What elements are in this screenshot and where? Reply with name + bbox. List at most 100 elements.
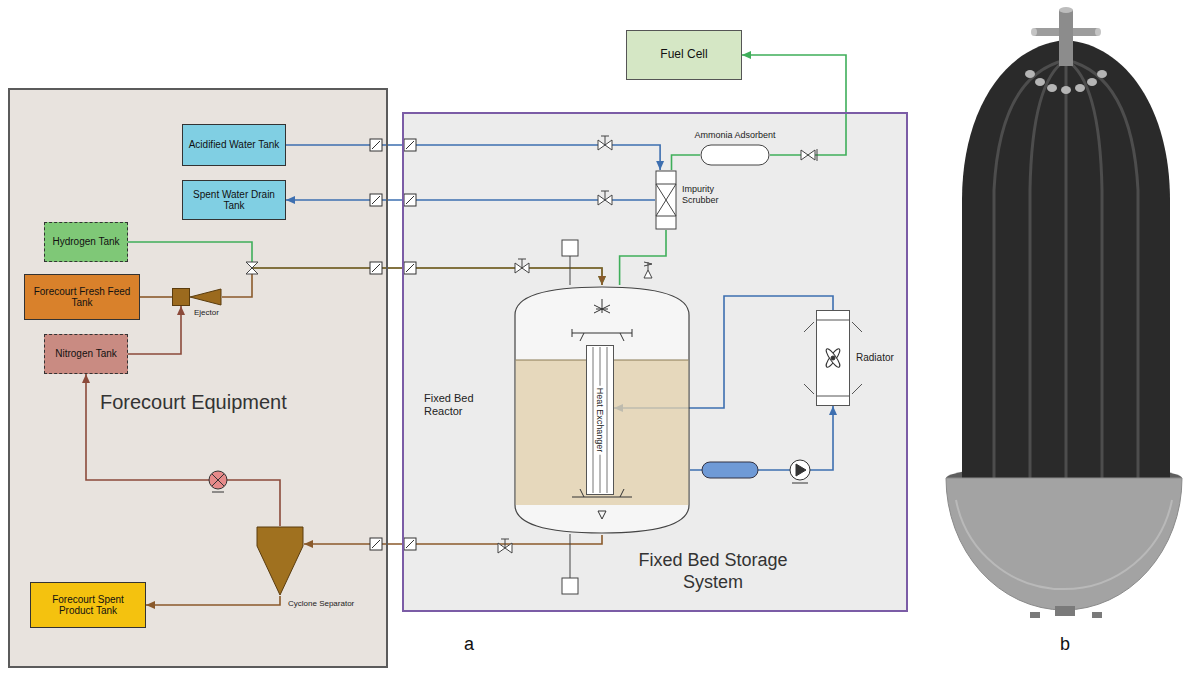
- arrow-head: [598, 276, 606, 285]
- flow-line: [620, 230, 666, 285]
- quick-connector: [406, 264, 414, 272]
- valve-symbol: [601, 191, 609, 192]
- valve-symbol: [505, 539, 506, 548]
- node-label: Acidified Water Tank: [189, 139, 280, 151]
- tank-illustration: [1061, 86, 1071, 94]
- flow-line: [146, 596, 280, 605]
- node-label: Heat Exchanger: [595, 386, 606, 455]
- quick-connector: [404, 194, 416, 206]
- pump-symbol: [790, 460, 810, 480]
- figure-letter: b: [1060, 634, 1070, 655]
- reactor-vessel-outline: [572, 299, 632, 519]
- valve-symbol: [518, 259, 526, 260]
- scrubber-outline: [656, 216, 676, 217]
- scrubber-outline: [656, 171, 676, 229]
- quick-connector: [372, 141, 380, 149]
- quick-connector: [372, 264, 380, 272]
- panel: Fixed Bed Storage System Ammonia Adsorben…: [402, 112, 908, 612]
- scrubber: Impurity Scrubber: [655, 170, 677, 230]
- scrubber-outline: [656, 184, 676, 185]
- tank-illustration: [1066, 60, 1102, 500]
- tank-box: Acidified Water Tank: [182, 124, 286, 166]
- heat-exchanger-outline: [587, 346, 614, 495]
- tank-illustration: [1075, 84, 1085, 92]
- tank-illustration: [1047, 84, 1057, 92]
- scrubber-outline: [656, 184, 676, 216]
- quick-connector: [370, 194, 382, 206]
- tank-illustration: [1025, 70, 1035, 78]
- tank-illustration: [946, 478, 1182, 610]
- flow-line: [140, 296, 172, 298]
- flow-line: [286, 145, 660, 170]
- fuel-cell-box: Fuel Cell: [626, 30, 742, 80]
- buffer-tank: [702, 462, 758, 478]
- node-label: Fixed Bed Storage System: [618, 550, 808, 593]
- radiator-hatch: [804, 322, 814, 332]
- tank-box: Nitrogen Tank: [44, 334, 128, 374]
- tank-illustration: [1059, 7, 1073, 13]
- flow-line: [690, 406, 833, 470]
- ejector-outline: [190, 289, 221, 305]
- tank-illustration: [956, 500, 1172, 589]
- quick-connector: [370, 139, 382, 151]
- node-label: Fuel Cell: [660, 48, 707, 62]
- tank-illustration: [1030, 60, 1066, 500]
- flow-line: [690, 406, 837, 470]
- port-box: [570, 534, 571, 578]
- flow-line: [128, 242, 602, 285]
- quick-connector: [404, 538, 416, 550]
- port-box: [562, 578, 578, 594]
- reactor-vessel: Fixed Bed ReactorHeat Exchanger: [514, 285, 690, 535]
- panel-ground: [8, 88, 388, 668]
- arrow-head: [177, 306, 185, 315]
- heat-exchanger-outline: [593, 347, 594, 493]
- arrow-head: [304, 540, 313, 548]
- pump-symbol: [212, 474, 224, 486]
- radiator-outline: [816, 310, 850, 406]
- pump-symbol: [212, 492, 224, 493]
- arrow-head: [146, 601, 155, 609]
- quick-connector: [370, 139, 416, 550]
- flow-line: [672, 155, 701, 170]
- node-label: Ammonia Adsorbent: [690, 130, 780, 141]
- tank-illustration: [1035, 78, 1045, 86]
- valve-symbol: [246, 136, 817, 553]
- valve-symbol: [246, 268, 258, 274]
- tank-box: Forecourt Spent Product Tank: [30, 582, 146, 628]
- pump-symbol: [209, 471, 227, 489]
- valve-symbol: [522, 259, 523, 268]
- arrow-head: [286, 196, 295, 204]
- tank-box: Forecourt Fresh Feed Tank: [24, 274, 140, 320]
- quick-connector: [372, 540, 380, 548]
- tank-illustration: [1066, 60, 1138, 500]
- tank-box: Spent Water Drain Tank: [182, 180, 286, 220]
- flow-line: [304, 535, 602, 548]
- adsorbent-vessel: Ammonia Adsorbent: [700, 144, 770, 166]
- heat-exchanger: Heat Exchanger: [586, 345, 614, 495]
- port-box: [570, 256, 571, 285]
- cyclone-separator: Cyclone Separator: [256, 526, 304, 596]
- tank-illustration: [1030, 612, 1040, 618]
- radiator-outline: [831, 356, 835, 360]
- flow-line: [304, 535, 602, 544]
- node-label: Nitrogen Tank: [55, 348, 117, 360]
- arrow-head: [829, 406, 837, 415]
- node-label: Ejector: [194, 308, 219, 318]
- node-label: Spent Water Drain Tank: [188, 189, 280, 212]
- radiator-outline: [824, 347, 842, 368]
- radiator-outline: [817, 396, 849, 397]
- tank-illustration: [962, 40, 1170, 500]
- flow-line: [128, 242, 606, 285]
- tank-illustration: [1055, 606, 1075, 616]
- ejector-outline: [173, 289, 190, 306]
- quick-connector: [406, 196, 414, 204]
- quick-connector: [406, 141, 414, 149]
- tank-illustration: [1031, 28, 1037, 36]
- radiator-hatch: [852, 322, 862, 332]
- quick-connector: [406, 540, 414, 548]
- node-label: Forecourt Spent Product Tank: [36, 594, 140, 617]
- valve-symbol: [601, 136, 609, 137]
- cyclone-separator-outline: [257, 527, 303, 595]
- buffer-tank: [702, 462, 758, 478]
- tank-illustration: [1059, 10, 1073, 66]
